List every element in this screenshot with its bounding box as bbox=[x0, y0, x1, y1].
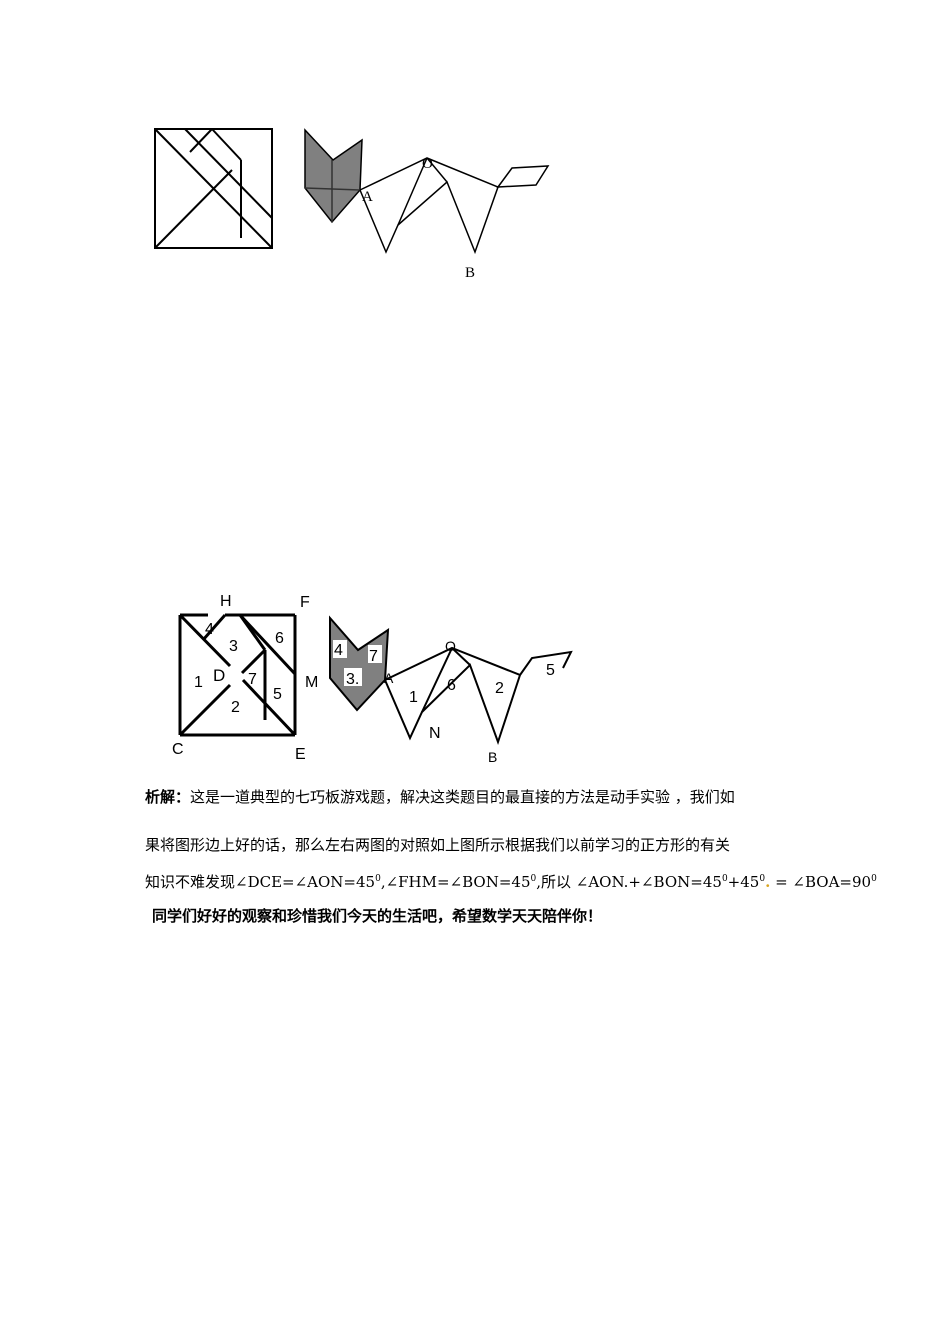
label-f: F bbox=[300, 594, 310, 611]
closing-line: 同学们好好的观察和珍惜我们今天的生活吧，希望数学天天陪伴你！ bbox=[152, 907, 603, 925]
label-m: M bbox=[305, 674, 318, 691]
piece-number: 2 bbox=[495, 680, 504, 697]
fox-head-shaded bbox=[329, 615, 390, 712]
piece-number: 5 bbox=[546, 662, 555, 679]
analysis-line-3: 知识不难发现∠DCE=∠AON=450,∠FHM=∠BON=450,所以 ∠AO… bbox=[145, 869, 877, 892]
fox-tail bbox=[519, 650, 573, 676]
tangram-square-top bbox=[154, 128, 273, 249]
label-d: D bbox=[213, 666, 225, 685]
tangram-figure-bottom: H F C E D 4 3 6 1 7 5 2 4 7 3. M A O 1 6… bbox=[172, 593, 573, 765]
analysis-text: +45 bbox=[727, 873, 760, 891]
piece-number: 5 bbox=[273, 686, 282, 703]
analysis-line-2: 果将图形边上好的话，那么左右两图的对照如上图所示根据我们以前学习的正方形的有关 bbox=[145, 836, 731, 854]
degree-mark: 0 bbox=[375, 874, 381, 884]
fox-tail bbox=[496, 165, 550, 188]
tangram-square-bottom bbox=[178, 613, 297, 737]
fox-body-outline bbox=[359, 157, 499, 255]
piece-number: 4 bbox=[205, 621, 214, 638]
piece-number: 2 bbox=[231, 699, 240, 716]
label-a-top: A bbox=[362, 189, 373, 205]
label-n: N bbox=[429, 725, 441, 742]
piece-number: 6 bbox=[447, 677, 456, 694]
label-o: O bbox=[445, 638, 456, 654]
analysis-text: 知识不难发现∠DCE=∠AON=45 bbox=[145, 873, 376, 891]
label-o-top: O bbox=[422, 156, 433, 172]
degree-mark: 0 bbox=[871, 874, 877, 884]
degree-mark: 0 bbox=[530, 874, 537, 884]
analysis-text: ,所以 ∠AON.+∠BON=45 bbox=[536, 873, 722, 891]
analysis-text: = ∠BOA=90 bbox=[770, 873, 872, 891]
analysis-lead: 析解： bbox=[145, 788, 191, 806]
piece-number: 1 bbox=[409, 689, 418, 706]
piece-number: 3. bbox=[346, 671, 359, 688]
label-c: C bbox=[172, 741, 184, 758]
marker-dot: . bbox=[765, 873, 771, 891]
tangram-fox-top bbox=[304, 128, 550, 255]
label-a: A bbox=[384, 670, 394, 686]
analysis-text: ,∠FHM=∠BON=45 bbox=[380, 873, 531, 891]
piece-number: 3 bbox=[229, 638, 238, 655]
label-h: H bbox=[220, 593, 232, 610]
piece-number: 7 bbox=[248, 671, 257, 688]
degree-mark: 0 bbox=[721, 874, 728, 884]
label-b-top: B bbox=[465, 265, 475, 281]
piece-number: 1 bbox=[194, 674, 203, 691]
fox-body-outline bbox=[384, 646, 522, 746]
label-e: E bbox=[295, 746, 306, 763]
analysis-line-1: 析解：这是一道典型的七巧板游戏题，解决这类题目的最直接的方法是动手实验 ，我们如 bbox=[145, 787, 735, 807]
piece-number: 7 bbox=[369, 648, 378, 665]
tangram-figure-top: O A B bbox=[154, 128, 550, 281]
piece-number: 6 bbox=[275, 630, 284, 647]
analysis-text: 这是一道典型的七巧板游戏题，解决这类题目的最直接的方法是动手实验 ，我们如 bbox=[190, 788, 735, 806]
label-b: B bbox=[488, 749, 497, 765]
piece-number: 4 bbox=[334, 642, 343, 659]
degree-mark: 0 bbox=[759, 874, 766, 884]
